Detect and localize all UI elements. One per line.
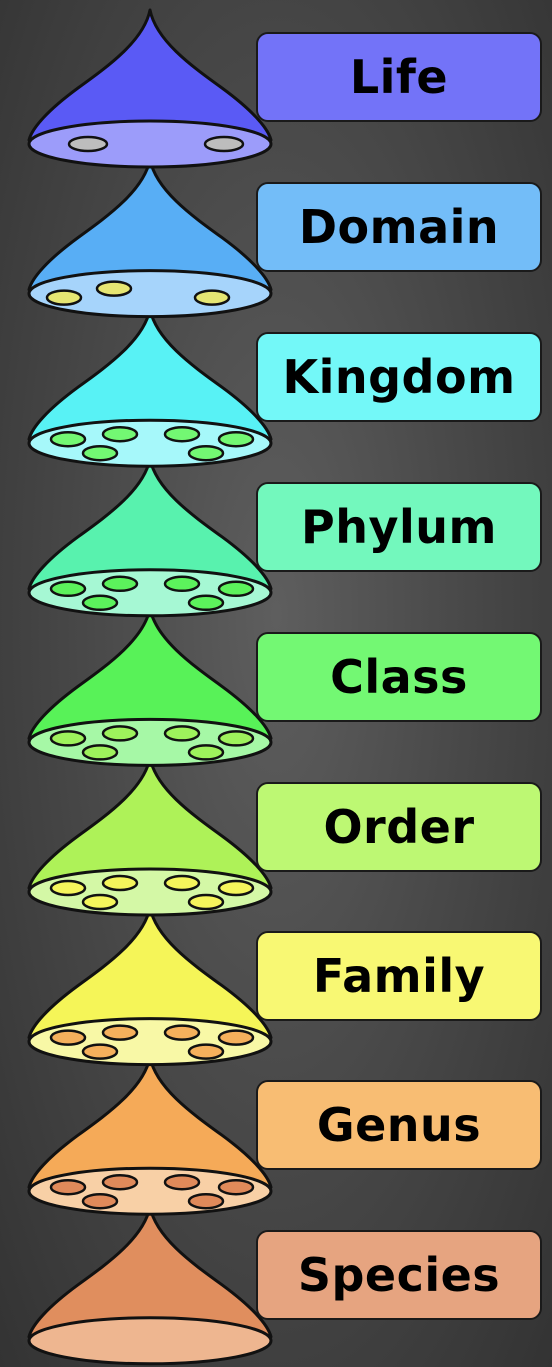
seed-order-4 [217, 879, 255, 897]
seed-kingdom-1 [49, 430, 87, 448]
bell-kingdom [27, 307, 273, 468]
seed-order-6 [187, 893, 225, 911]
seed-class-3 [163, 725, 201, 742]
seed-phylum-6 [187, 594, 225, 612]
seed-genus-3 [163, 1173, 201, 1191]
seed-kingdom-4 [217, 430, 255, 448]
seed-domain-1 [45, 289, 83, 306]
seed-family-5 [81, 1043, 119, 1060]
rank-label-family: Family [256, 931, 542, 1021]
seed-order-3 [163, 874, 201, 892]
rank-label-phylum: Phylum [256, 482, 542, 572]
seed-genus-4 [217, 1178, 255, 1196]
seed-family-3 [163, 1024, 201, 1041]
seed-phylum-3 [163, 575, 201, 593]
seed-family-1 [49, 1029, 87, 1046]
bell-family [27, 906, 273, 1067]
bell-domain [27, 158, 273, 319]
seed-order-2 [101, 874, 139, 892]
seed-phylum-4 [217, 580, 255, 598]
seed-order-5 [81, 893, 119, 911]
seed-genus-5 [81, 1192, 119, 1210]
seed-order-1 [49, 879, 87, 897]
rank-label-genus: Genus [256, 1080, 542, 1170]
rank-label-life: Life [256, 32, 542, 122]
seed-life-2 [203, 135, 245, 153]
rank-label-class: Class [256, 632, 542, 722]
bell-species [27, 1205, 273, 1366]
seed-phylum-1 [49, 580, 87, 598]
seed-kingdom-5 [81, 444, 119, 462]
seed-kingdom-2 [101, 425, 139, 443]
bell-class [27, 606, 273, 767]
rank-label-order: Order [256, 782, 542, 872]
seed-genus-1 [49, 1178, 87, 1196]
bell-base-life [27, 119, 273, 169]
rank-label-domain: Domain [256, 182, 542, 272]
seed-class-1 [49, 730, 87, 747]
seed-family-2 [101, 1024, 139, 1041]
seed-class-5 [81, 744, 119, 761]
seed-kingdom-3 [163, 425, 201, 443]
rank-label-species: Species [256, 1230, 542, 1320]
bell-order [27, 756, 273, 917]
bell-genus [27, 1055, 273, 1216]
seed-family-6 [187, 1043, 225, 1060]
seed-phylum-2 [101, 575, 139, 593]
seed-domain-3 [193, 289, 231, 306]
seed-class-4 [217, 730, 255, 747]
seed-phylum-5 [81, 594, 119, 612]
seed-life-1 [67, 135, 109, 153]
bell-base-species [27, 1316, 273, 1366]
seed-class-6 [187, 744, 225, 761]
seed-class-2 [101, 725, 139, 742]
seed-kingdom-6 [187, 444, 225, 462]
seed-domain-2 [95, 280, 133, 297]
seed-genus-6 [187, 1192, 225, 1210]
rank-label-kingdom: Kingdom [256, 332, 542, 422]
seed-genus-2 [101, 1173, 139, 1191]
bell-life [27, 8, 273, 169]
bell-phylum [27, 457, 273, 618]
seed-family-4 [217, 1029, 255, 1046]
